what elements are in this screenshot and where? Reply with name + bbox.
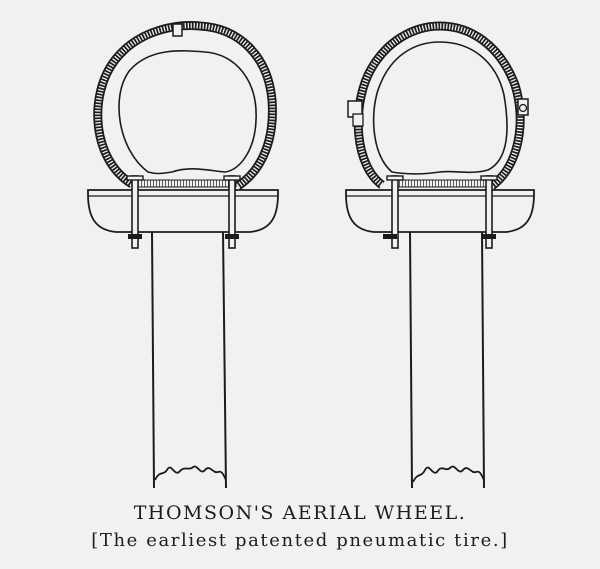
right-wheel-section (345, 21, 535, 489)
left-wheel-section (87, 21, 279, 489)
figure-title: THOMSON'S AERIAL WHEEL. (133, 502, 467, 524)
figure-subtitle: [The earliest patented pneumatic tire.] (91, 530, 509, 551)
tire-cross-section-illustration (87, 21, 535, 489)
